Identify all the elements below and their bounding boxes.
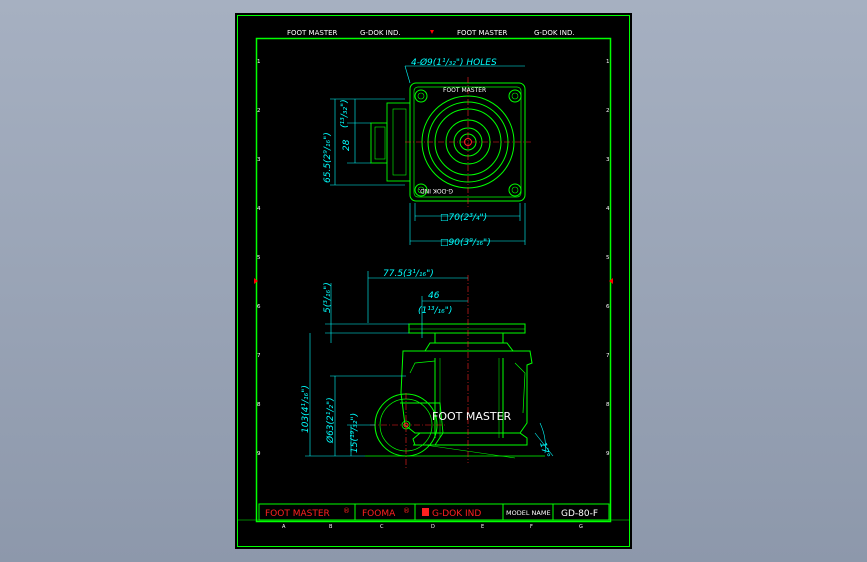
column-letter: F	[530, 524, 533, 530]
base-pad	[412, 432, 528, 446]
dim-1-13-16: (1¹³/₁₆")	[418, 306, 452, 316]
body-text: FOOT MASTER	[432, 410, 512, 423]
column-letters: A B C D E F G	[282, 524, 583, 530]
row-number: 9	[606, 451, 610, 457]
drawing-sheet: FOOT MASTER G-DOK IND. FOOT MASTER G-DOK…	[235, 13, 632, 549]
row-number: 8	[606, 402, 610, 408]
centerlines-side	[370, 275, 469, 468]
row-number: 3	[606, 157, 610, 163]
row-number: 4	[257, 206, 261, 212]
column-letter: A	[282, 524, 286, 530]
dim-46: 46	[428, 291, 440, 301]
dim-103: 103(4¹/₁₆")	[301, 385, 311, 433]
plate-text-bottom: G-DOK IND.	[418, 187, 453, 194]
mount-hole	[414, 89, 428, 103]
dim-90: □90(3⁹/₁₆")	[440, 238, 491, 248]
row-number: 2	[606, 108, 610, 114]
row-number: 9	[257, 451, 261, 457]
center-marker-left	[254, 278, 258, 284]
column-letter: D	[431, 524, 435, 530]
title-cell-maker: G-DOK IND	[432, 509, 481, 519]
mount-hole	[508, 183, 522, 197]
title-cell-brand: FOOMA	[362, 509, 396, 519]
registered-mark: ®	[403, 507, 410, 515]
plate-text-top: FOOT MASTER	[443, 87, 486, 94]
cad-drawing: FOOT MASTER G-DOK IND. FOOT MASTER G-DOK…	[237, 15, 630, 547]
model-value: GD-80-F	[561, 509, 598, 519]
dim-70: □70(2³/₄")	[440, 213, 487, 223]
row-number: 8	[257, 402, 261, 408]
row-number: 5	[606, 255, 610, 261]
registered-mark: ®	[343, 507, 350, 515]
dim-5: 5(³/₁₆")	[323, 282, 333, 313]
header-right-maker: G-DOK IND.	[534, 29, 575, 37]
angle-label: 17°	[537, 441, 551, 459]
side-view-dimensions	[305, 271, 554, 457]
row-number: 5	[257, 255, 261, 261]
row-number: 3	[257, 157, 261, 163]
column-letter: G	[579, 524, 583, 530]
header-left-maker: G-DOK IND.	[360, 29, 401, 37]
brand-logo-icon	[422, 508, 429, 516]
mount-hole	[414, 183, 428, 197]
row-number: 7	[606, 353, 610, 359]
center-marker-right	[609, 278, 613, 284]
row-number: 1	[606, 59, 610, 65]
header: FOOT MASTER G-DOK IND. FOOT MASTER G-DOK…	[287, 29, 575, 37]
header-left-company: FOOT MASTER	[287, 29, 338, 37]
dim-65-5: 65.5(2⁹/₁₆")	[323, 132, 333, 183]
title-block: FOOT MASTER ® FOOMA ® G-DOK IND MODEL NA…	[258, 503, 610, 521]
dim-63: Ø63(2¹/₂")	[325, 397, 336, 444]
holes-note: 4-Ø9(1¹/₃₂") HOLES	[411, 57, 497, 68]
mount-hole	[508, 89, 522, 103]
dim-77-5: 77.5(3¹/₁₆")	[383, 269, 434, 279]
column-letter: C	[380, 524, 384, 530]
dim-28: 28	[342, 139, 352, 151]
row-number: 4	[606, 206, 610, 212]
top-plate	[408, 323, 526, 334]
header-right-company: FOOT MASTER	[457, 29, 508, 37]
center-marker-top	[430, 30, 434, 34]
row-number: 6	[606, 304, 610, 310]
model-label: MODEL NAME	[506, 509, 551, 517]
title-cell-company: FOOT MASTER	[265, 509, 330, 519]
centerlines-top	[405, 77, 531, 207]
outer-frame	[237, 15, 630, 547]
row-number: 1	[257, 59, 261, 65]
column-letter: E	[481, 524, 484, 530]
leveler-body	[400, 350, 533, 434]
row-numbers: 1 2 3 4 5 6 7 8 9 1 2 3 4 5 6 7 8 9	[257, 59, 610, 457]
row-number: 6	[257, 304, 261, 310]
dim-13-32: (¹³/₃₂")	[340, 99, 350, 128]
top-view-dimensions	[330, 65, 526, 245]
row-number: 7	[257, 353, 261, 359]
column-letter: B	[329, 524, 333, 530]
dim-15: 15(¹⁹/₃₂")	[350, 413, 360, 453]
row-number: 2	[257, 108, 261, 114]
side-view	[365, 323, 545, 459]
